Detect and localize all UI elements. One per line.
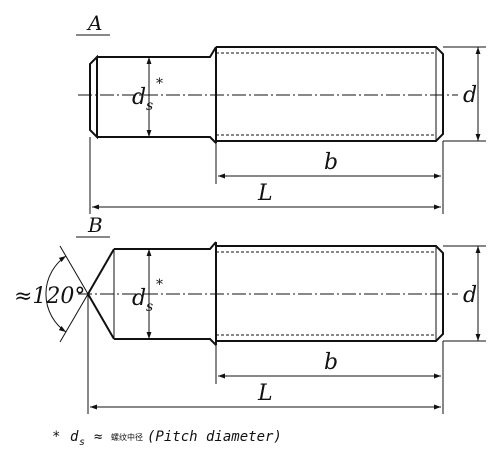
- shank-top-edge: [97, 46, 217, 58]
- svg-text:d: d: [132, 286, 146, 311]
- d-label-b: d: [463, 283, 477, 308]
- footnote-approx: ≈: [94, 429, 102, 445]
- svg-text:*: *: [156, 76, 163, 92]
- view-a: A d s * d b L: [76, 11, 486, 214]
- shank-bottom-edge: [97, 136, 217, 144]
- angle-arc: [45, 255, 67, 333]
- view-b: B ≈120° d s * d: [14, 213, 486, 414]
- svg-text:*: *: [156, 277, 163, 293]
- footnote: * d s ≈ 螺纹中径 (Pitch diameter): [52, 429, 282, 448]
- shank-end-chamfer: [89, 54, 98, 140]
- footnote-cjk: 螺纹中径: [111, 432, 143, 442]
- ds-label-b: d s *: [132, 277, 163, 315]
- svg-text:s: s: [146, 299, 153, 315]
- L-label-a: L: [257, 181, 273, 206]
- view-a-label: A: [86, 11, 102, 35]
- footnote-ds-sub: s: [79, 437, 85, 448]
- pointed-shank-bottom-edge: [114, 338, 217, 346]
- thread-body-outline: [216, 46, 444, 142]
- b-label-b: b: [324, 350, 338, 375]
- angle-label: ≈120°: [14, 284, 85, 309]
- ds-label-a: d s *: [132, 76, 163, 114]
- angle-extension-top: [59, 245, 89, 295]
- L-label-b: L: [257, 381, 273, 406]
- footnote-pitch-diameter: (Pitch diameter): [147, 429, 282, 445]
- angle-extension-bottom: [59, 293, 89, 343]
- view-b-label: B: [87, 213, 103, 237]
- svg-text:d: d: [132, 85, 146, 110]
- b-label-a: b: [324, 150, 338, 175]
- pointed-shank-top-edge: [114, 241, 217, 250]
- thread-body-outline-b: [216, 245, 444, 342]
- svg-text:s: s: [146, 98, 153, 114]
- d-label-a: d: [463, 83, 477, 108]
- footnote-star: *: [52, 429, 60, 445]
- footnote-ds: d: [70, 429, 79, 445]
